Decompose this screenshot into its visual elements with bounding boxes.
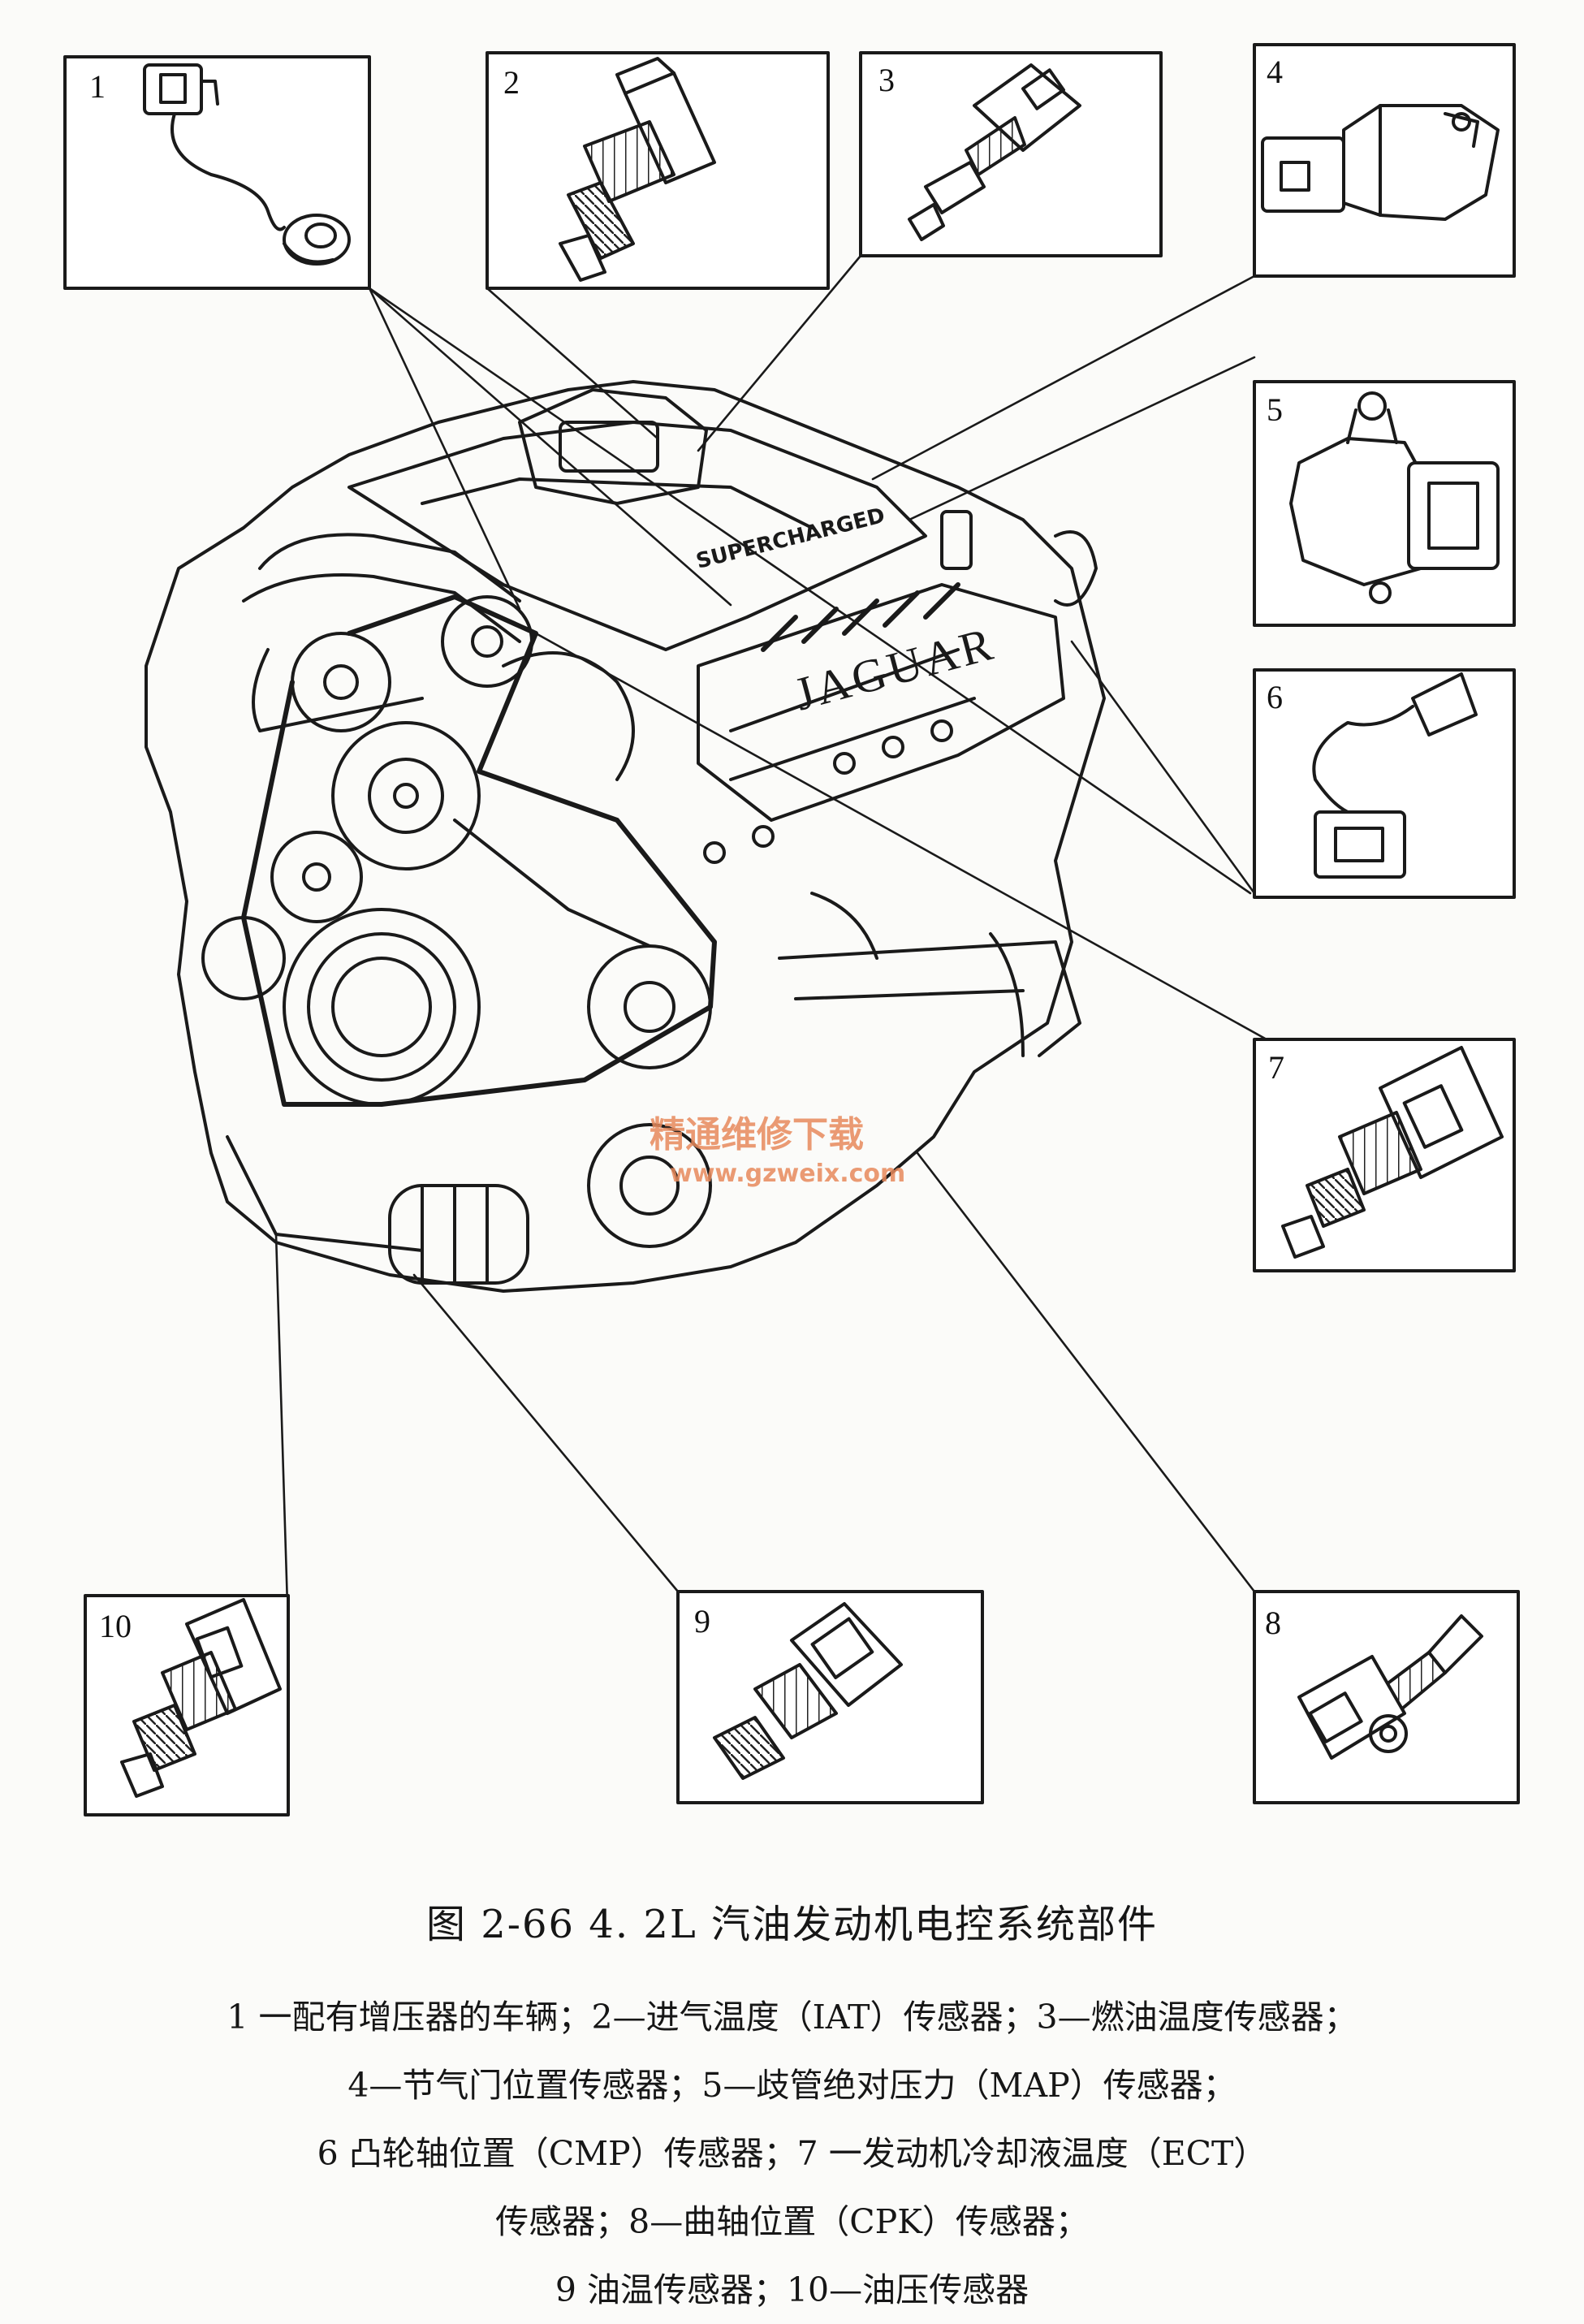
legend-line-4: 传感器；8—曲轴位置（CPK）传感器； bbox=[495, 2202, 1089, 2241]
figure-caption: 图 2-66 4. 2L 汽油发动机电控系统部件 1 一配有增压器的车辆；2—进… bbox=[0, 1892, 1584, 2324]
legend-line-1: 1 一配有增压器的车辆；2—进气温度（IAT）传感器；3—燃油温度传感器； bbox=[227, 1998, 1357, 2037]
box-number-6: 6 bbox=[1267, 679, 1283, 715]
box-number-3: 3 bbox=[878, 62, 895, 98]
cmp-sensor-icon bbox=[1312, 672, 1478, 879]
sensor-box-2: 2 bbox=[486, 51, 830, 290]
sensor-box-5: 5 bbox=[1253, 380, 1516, 627]
watermark-text: 精通维修下载 bbox=[650, 1114, 864, 1156]
supercharger-cover-text: SUPERCHARGED bbox=[693, 503, 887, 574]
fuel-temp-sensor-icon bbox=[908, 63, 1081, 241]
engine-illustration bbox=[145, 380, 1106, 1293]
throttle-position-sensor-icon bbox=[1261, 104, 1500, 221]
watermark: 精通维修下载 www.gzweix.com bbox=[650, 1114, 905, 1188]
iat-sensor-icon bbox=[559, 57, 716, 282]
oil-pressure-sensor-icon bbox=[120, 1598, 282, 1798]
map-sensor-icon bbox=[1289, 391, 1500, 604]
ect-sensor-icon bbox=[1281, 1046, 1504, 1259]
sensor-box-10: 10 bbox=[84, 1594, 290, 1816]
sensor-box-7: 7 bbox=[1253, 1038, 1516, 1272]
box-number-8: 8 bbox=[1265, 1605, 1281, 1641]
sensor-box-8: 8 bbox=[1253, 1590, 1520, 1804]
sensor-box-4: 4 bbox=[1253, 43, 1516, 278]
sensor-box-6: 6 bbox=[1253, 668, 1516, 899]
ckp-sensor-icon bbox=[1297, 1614, 1483, 1760]
sensor-box-3: 3 bbox=[859, 51, 1163, 257]
box-number-1: 1 bbox=[89, 68, 106, 105]
oil-temp-sensor-icon bbox=[713, 1602, 903, 1780]
knock-sensor-icon bbox=[143, 63, 351, 266]
engine-logo-text: JAGUAR bbox=[789, 616, 1001, 720]
engine-sensor-diagram: JAGUAR SUPERCHARGED 1 bbox=[63, 43, 1520, 1816]
box-number-4: 4 bbox=[1267, 54, 1283, 90]
legend-line-3: 6 凸轮轴位置（CMP）传感器；7 一发动机冷却液温度（ECT） bbox=[317, 2134, 1267, 2173]
box-number-5: 5 bbox=[1267, 391, 1283, 428]
box-number-7: 7 bbox=[1268, 1049, 1284, 1086]
watermark-url: www.gzweix.com bbox=[670, 1160, 905, 1188]
sensor-box-9: 9 bbox=[676, 1590, 984, 1804]
legend-line-2: 4—节气门位置传感器；5—歧管绝对压力（MAP）传感器； bbox=[347, 2066, 1237, 2105]
box-number-10: 10 bbox=[99, 1608, 132, 1644]
box-number-2: 2 bbox=[503, 64, 520, 101]
legend-line-5: 9 油温传感器；10—油压传感器 bbox=[555, 2270, 1029, 2309]
sensor-box-1: 1 bbox=[63, 55, 371, 290]
figure-title: 图 2-66 4. 2L 汽油发动机电控系统部件 bbox=[425, 1902, 1159, 1947]
box-number-9: 9 bbox=[694, 1603, 710, 1639]
